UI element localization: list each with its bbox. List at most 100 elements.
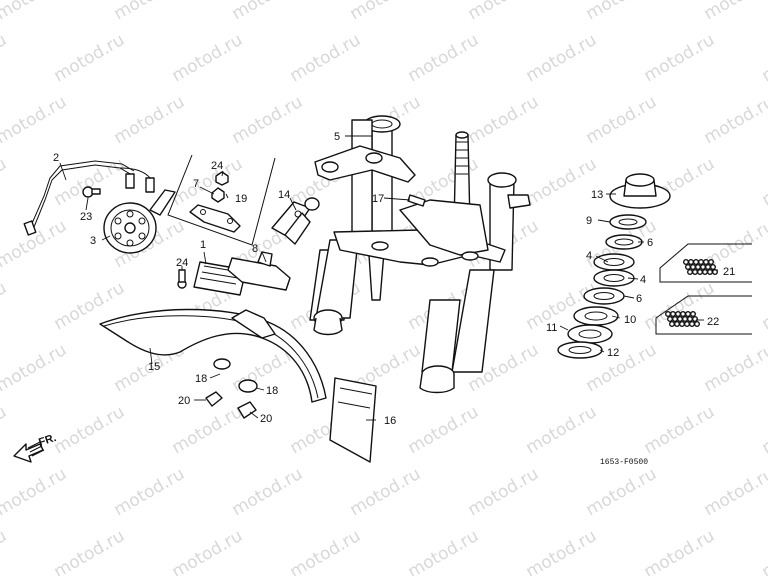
callout-labels: 2 3 23 5 4 4 6 6 7 8 9 10 11 12 13 14 15… <box>53 131 735 427</box>
leader-lines <box>59 135 718 421</box>
steel-ball <box>695 264 702 271</box>
steel-ball <box>679 321 686 328</box>
cable-clamp <box>271 197 320 245</box>
steel-ball <box>665 311 672 318</box>
watermark-text: motod.ru <box>583 464 661 520</box>
callout-18-right: 18 <box>266 385 278 397</box>
callout-7: 7 <box>193 178 199 190</box>
steel-ball <box>689 321 696 328</box>
callout-18-left: 18 <box>195 373 207 385</box>
watermark-text: motod.ru <box>759 278 768 334</box>
watermark-text: motod.ru <box>51 30 129 86</box>
steel-ball <box>690 311 697 318</box>
steel-ball <box>702 269 709 276</box>
steel-ball <box>669 321 676 328</box>
callout-20-left: 20 <box>178 395 190 407</box>
callout-23: 24 <box>211 160 223 172</box>
steel-ball <box>708 259 715 266</box>
steel-ball <box>680 311 687 318</box>
callout-14: 14 <box>278 189 290 201</box>
steel-ball <box>682 316 689 323</box>
callout-20-right: 20 <box>260 413 272 425</box>
diagram-code: 1653-F0500 <box>600 458 648 467</box>
steel-ball <box>683 259 690 266</box>
steel-ball <box>677 316 684 323</box>
watermark-text: motod.ru <box>347 0 425 24</box>
callout-11: 11 <box>546 322 557 334</box>
steel-ball <box>694 321 701 328</box>
watermark-text: motod.ru <box>701 0 768 24</box>
watermark-text: motod.ru <box>0 92 70 148</box>
watermark-text: motod.ru <box>405 30 483 86</box>
steel-ball <box>675 311 682 318</box>
steel-ball <box>672 316 679 323</box>
watermark-text: motod.ru <box>169 402 247 458</box>
watermark-text: motod.ru <box>51 402 129 458</box>
steel-ball <box>692 316 699 323</box>
watermark-text: motod.ru <box>169 526 247 576</box>
watermark-text: motod.ru <box>701 464 768 520</box>
callout-3: 3 <box>90 235 96 247</box>
watermark-text: motod.ru <box>701 340 768 396</box>
watermark-text: motod.ru <box>111 464 189 520</box>
reflector-bracket-assembly <box>167 154 291 296</box>
steel-ball <box>700 264 707 271</box>
watermark-text: motod.ru <box>583 0 661 24</box>
steel-ball <box>705 264 712 271</box>
watermark-text: motod.ru <box>465 464 543 520</box>
steel-ball <box>667 316 674 323</box>
watermark-text: motod.ru <box>229 464 307 520</box>
steel-ball <box>703 259 710 266</box>
callout-12: 12 <box>607 347 619 359</box>
steel-ball <box>684 321 691 328</box>
steel-ball <box>685 264 692 271</box>
steel-ball <box>707 269 714 276</box>
steel-ball <box>687 269 694 276</box>
callout-10: 10 <box>624 314 636 326</box>
callout-19: 19 <box>235 193 247 205</box>
direction-label: FR. <box>37 432 58 449</box>
callout-13: 13 <box>591 189 603 201</box>
steel-ball <box>693 259 700 266</box>
watermark-text: motod.ru <box>465 92 543 148</box>
watermark-text: motod.ru <box>0 526 10 576</box>
fork-top-bracket <box>314 145 416 183</box>
callout-21: 23 <box>80 211 92 223</box>
front-fork-assembly <box>309 115 531 394</box>
steel-ball <box>685 311 692 318</box>
watermark-text: motod.ru <box>111 92 189 148</box>
callout-6-upper: 6 <box>647 237 653 249</box>
callout-5: 5 <box>334 131 340 143</box>
steel-ball-sets <box>655 243 752 335</box>
watermark-text: motod.ru <box>523 30 601 86</box>
steel-ball <box>710 264 717 271</box>
callout-8: 8 <box>252 243 258 255</box>
watermark-text: motod.ru <box>229 0 307 24</box>
watermark-text: motod.ru <box>0 30 10 86</box>
callout-9: 9 <box>586 215 592 227</box>
watermark-text: motod.ru <box>111 0 189 24</box>
watermark-text: motod.ru <box>759 30 768 86</box>
callout-2: 2 <box>53 152 59 164</box>
watermark-text: motod.ru <box>701 92 768 148</box>
watermark-text: motod.ru <box>0 154 10 210</box>
watermark-text: motod.ru <box>523 154 601 210</box>
watermark-text: motod.ru <box>51 526 129 576</box>
watermark-text: motod.ru <box>759 154 768 210</box>
callout-24-upper: 21 <box>723 266 735 278</box>
watermark-text: motod.ru <box>51 154 129 210</box>
callout-4-lower: 4 <box>640 274 646 286</box>
steel-ball <box>674 321 681 328</box>
steel-ball <box>698 259 705 266</box>
watermark-text: motod.ru <box>759 526 768 576</box>
steel-ball <box>690 264 697 271</box>
mud-flap <box>329 377 377 463</box>
steering-bearing-stack <box>557 173 671 359</box>
horn-assembly <box>23 160 176 254</box>
watermark-text: motod.ru <box>287 30 365 86</box>
callout-24-lower: 22 <box>707 316 719 328</box>
steel-ball <box>697 269 704 276</box>
callout-22: 24 <box>176 257 188 269</box>
